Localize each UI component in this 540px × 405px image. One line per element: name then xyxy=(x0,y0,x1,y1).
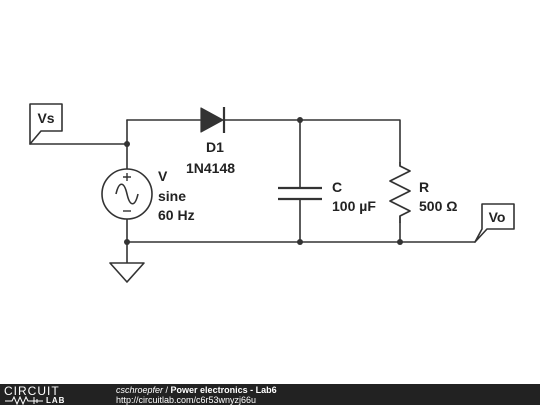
junction-dot xyxy=(397,239,403,245)
port-vs[interactable]: Vs xyxy=(29,103,63,145)
diode-icon[interactable] xyxy=(200,107,226,133)
circuit-schematic: Vs Vo D1 1N4148 V sine 60 Hz C 100 µF R … xyxy=(29,103,515,283)
junction-dot xyxy=(297,239,303,245)
footer-separator: / xyxy=(163,385,171,395)
diode-ref-label: D1 xyxy=(206,139,224,155)
source-type-label: sine xyxy=(158,188,186,204)
resistor-ref-label: R xyxy=(419,179,429,195)
ground-icon[interactable] xyxy=(109,262,145,283)
circuit-url[interactable]: http://circuitlab.com/c6r53wnyzj66u xyxy=(116,395,257,405)
logo-text-bottom: LAB xyxy=(46,396,66,405)
source-frequency-label: 60 Hz xyxy=(158,207,195,223)
capacitor-ref-label: C xyxy=(332,179,342,195)
logo-text-top: CIRCUIT xyxy=(4,384,60,398)
port-vo-flag-icon xyxy=(474,203,515,243)
circuitlab-logo[interactable]: CIRCUIT LAB xyxy=(4,385,96,405)
capacitor-icon[interactable] xyxy=(278,186,322,201)
junctions xyxy=(124,117,403,245)
resistor-value-label: 500 Ω xyxy=(419,198,457,214)
junction-dot xyxy=(297,117,303,123)
resistor-icon[interactable] xyxy=(389,162,411,223)
junction-dot xyxy=(124,141,130,147)
footer-meta: cschroepfer / Power electronics - Lab6 h… xyxy=(116,385,277,405)
logo-wave-icon xyxy=(5,396,43,405)
footer-credit-line: cschroepfer / Power electronics - Lab6 xyxy=(116,385,277,395)
diode-part-label: 1N4148 xyxy=(186,160,235,176)
wire-diode-to-rail xyxy=(223,119,401,163)
source-ref-label: V xyxy=(158,168,168,184)
wire-vs-to-source xyxy=(29,143,128,170)
port-vo-label: Vo xyxy=(489,209,506,225)
circuit-title[interactable]: Power electronics - Lab6 xyxy=(170,385,277,395)
footer-bar: CIRCUIT LAB cschroepfer / Power electron… xyxy=(0,384,540,405)
sine-source-icon[interactable] xyxy=(101,168,153,220)
port-vs-label: Vs xyxy=(37,110,54,126)
port-vs-flag-icon xyxy=(29,103,63,145)
port-vo[interactable]: Vo xyxy=(474,203,515,243)
author-link[interactable]: cschroepfer xyxy=(116,385,164,395)
capacitor-value-label: 100 µF xyxy=(332,198,376,214)
junction-dot xyxy=(124,239,130,245)
